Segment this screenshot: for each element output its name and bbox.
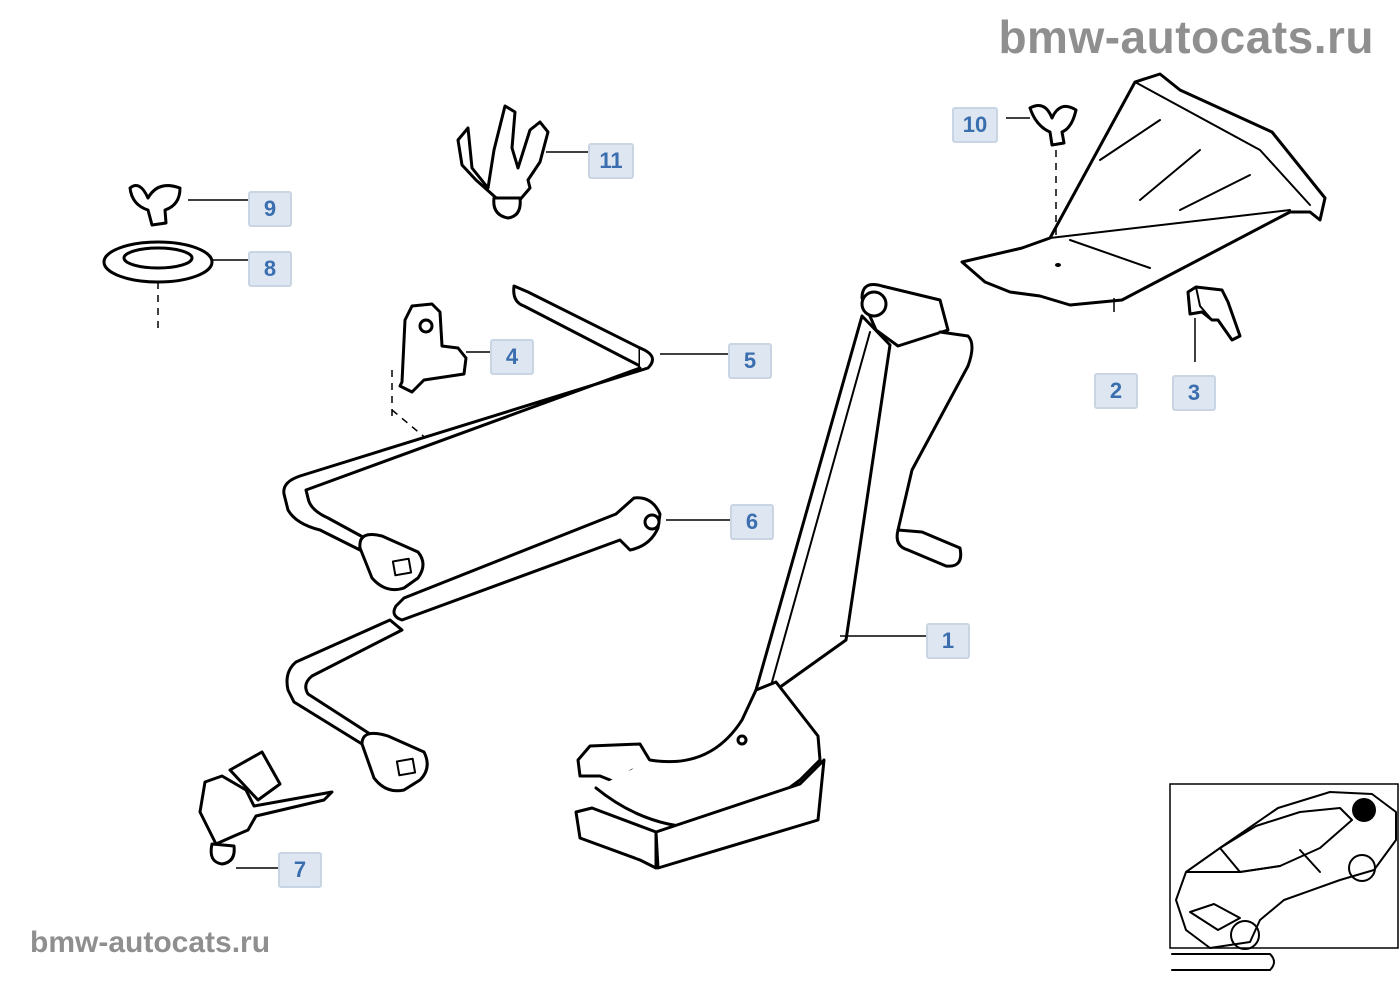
wing-nut-9 (128, 184, 182, 227)
watermark-top: bmw-autocats.ru (998, 11, 1374, 63)
callout-3[interactable]: 3 (1172, 375, 1216, 411)
callout-8[interactable]: 8 (248, 251, 292, 287)
callout-1[interactable]: 1 (926, 623, 970, 659)
leader-lines (188, 117, 1196, 869)
locator-inset (1169, 783, 1399, 971)
wheel-brace-5 (282, 284, 654, 592)
callout-4[interactable]: 4 (490, 339, 534, 375)
holder-clip-7 (198, 750, 334, 866)
clip-3 (1186, 285, 1242, 342)
watermark-bottom: bmw-autocats.ru (30, 926, 271, 959)
callout-7[interactable]: 7 (278, 852, 322, 888)
callout-5[interactable]: 5 (728, 343, 772, 379)
washer-8 (102, 240, 214, 330)
wheel-brace-6 (285, 496, 662, 793)
wing-nut-10 (1028, 104, 1078, 240)
callout-6[interactable]: 6 (730, 504, 774, 540)
car-locator-icon (1175, 791, 1397, 950)
retaining-bracket-4 (391, 302, 468, 441)
car-jack (574, 283, 974, 870)
wheel-wedge-bracket (960, 72, 1327, 307)
callout-2[interactable]: 2 (1094, 373, 1138, 409)
callout-11[interactable]: 11 (588, 143, 634, 179)
callout-9[interactable]: 9 (248, 191, 292, 227)
holder-clip-11 (456, 104, 550, 220)
callout-10[interactable]: 10 (952, 107, 998, 143)
